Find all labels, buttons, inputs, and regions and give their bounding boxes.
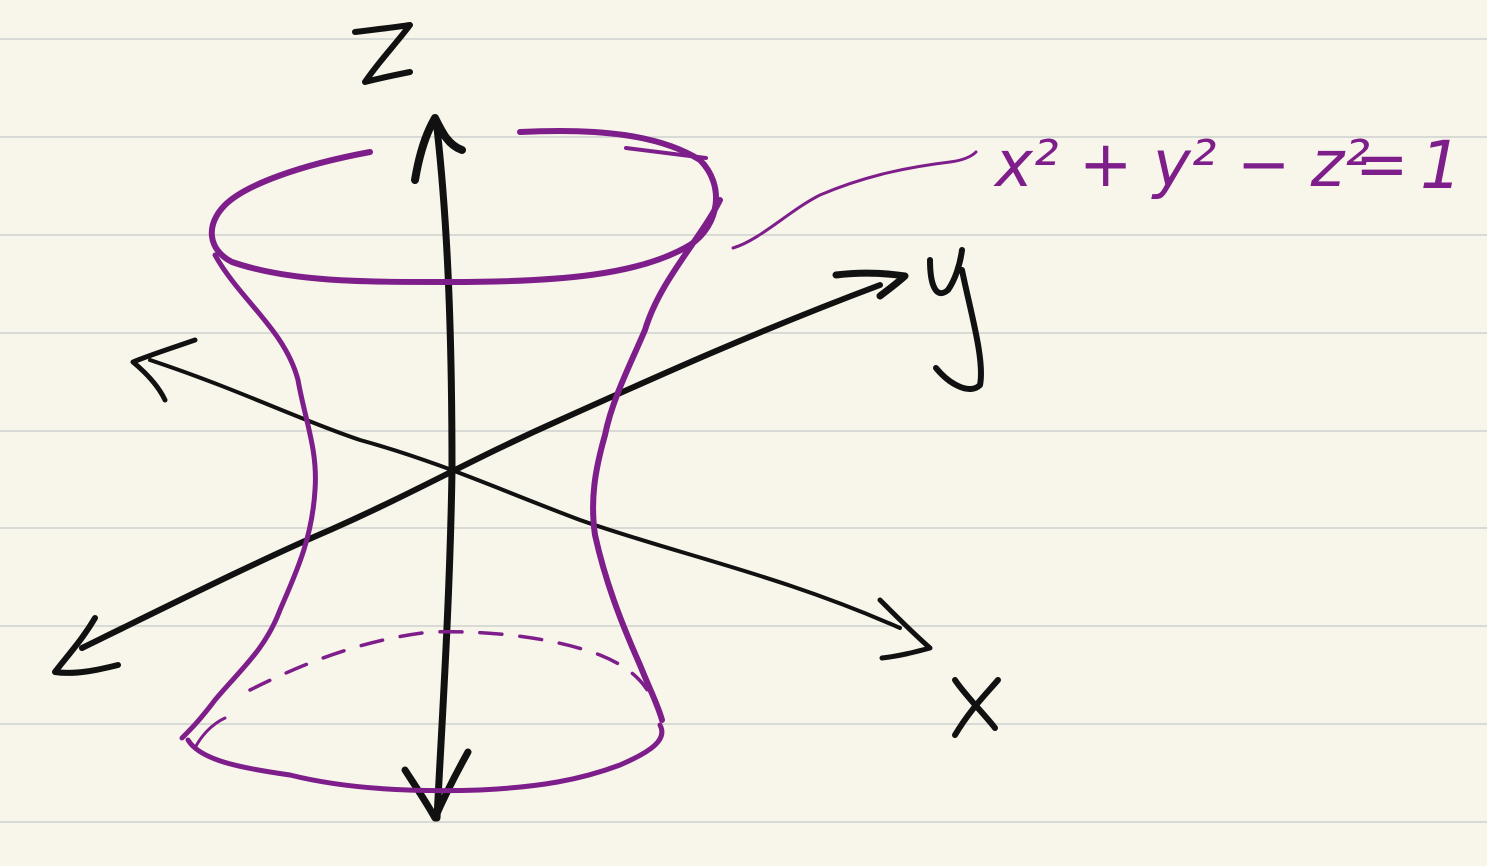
x-axis-arrowhead-neg [130, 337, 198, 403]
y-axis-arrowhead-neg [52, 615, 121, 676]
x-axis [148, 358, 902, 630]
bottom-ellipse-front [185, 722, 665, 794]
equation-lhs: x² + y² − z² [993, 128, 1370, 202]
equation-rhs: 1 [1420, 127, 1462, 204]
x-letter-stroke [952, 677, 1001, 738]
bottom-ellipse-back-dashed [248, 630, 654, 702]
top-ellipse [208, 127, 719, 285]
z-axis-arrowhead-top [411, 114, 466, 184]
left-profile [179, 252, 318, 741]
top-ellipse-overlap [624, 146, 708, 160]
x-axis-label: x [950, 675, 986, 745]
hyperboloid-surface [179, 127, 978, 794]
notebook-rules [0, 38, 1487, 823]
z-letter-stroke [352, 22, 413, 85]
equation-label: x² + y² − z² = 1 [993, 127, 1462, 204]
z-axis-arrowhead-bottom [401, 748, 472, 822]
x-axis-arrowhead [877, 597, 933, 661]
y-axis-label: y [925, 265, 966, 347]
y-letter-stroke [927, 247, 984, 392]
axes [52, 114, 933, 822]
y-axis [79, 282, 883, 651]
equation-leader [731, 150, 978, 250]
y-axis-arrowhead [832, 269, 909, 300]
equation-equals: = [1355, 128, 1409, 202]
axis-letter-strokes [352, 22, 1001, 738]
right-profile [590, 197, 723, 723]
z-axis-label: z [358, 26, 388, 94]
bottom-ellipse-left-tip [193, 716, 227, 750]
